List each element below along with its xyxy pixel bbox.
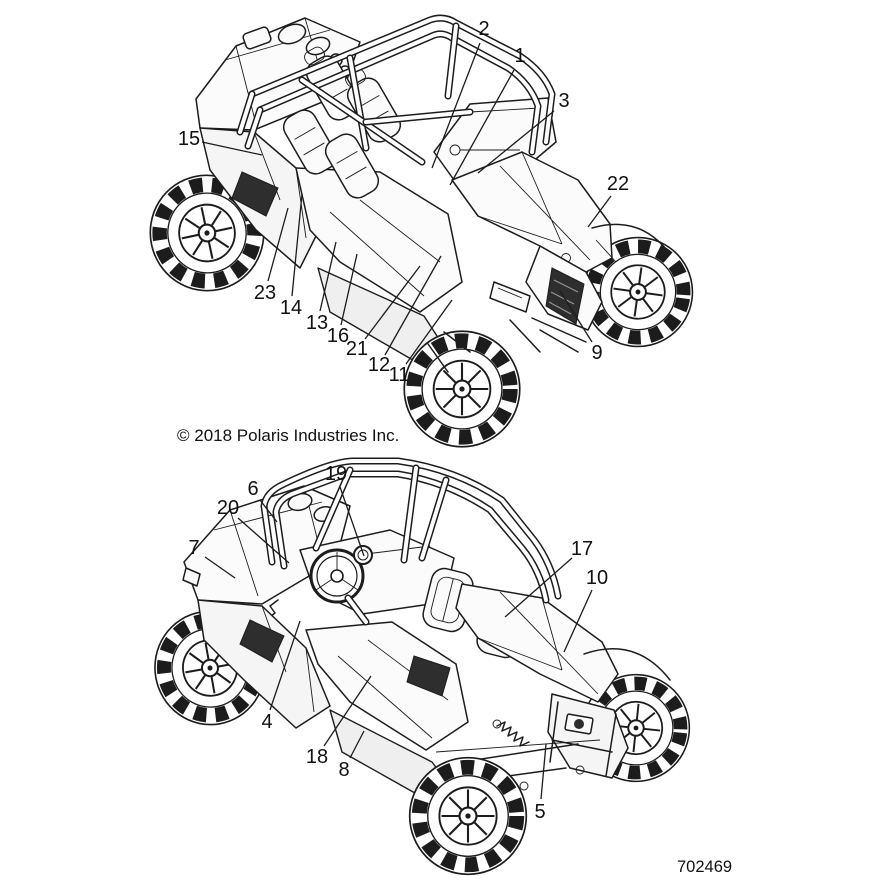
- callout-number: 8: [338, 759, 349, 781]
- callout-number: 2: [478, 18, 489, 40]
- callout-leader-line: [204, 556, 236, 579]
- callout-leader-line: [563, 589, 593, 653]
- callout-number: 14: [280, 297, 302, 319]
- tail-light: [182, 567, 201, 587]
- callout-22: 22: [587, 173, 629, 228]
- callout-leader-line: [587, 195, 612, 228]
- callout-leader-line: [291, 193, 303, 297]
- callout-leader-line: [323, 675, 372, 747]
- callout-leader-line: [201, 141, 263, 156]
- callout-number: 6: [247, 478, 258, 500]
- front-grille: [545, 267, 585, 325]
- bottom-door-panel: [305, 621, 469, 751]
- callout-number: 22: [607, 173, 629, 195]
- callout-number: 15: [178, 128, 200, 150]
- callout-leader-line: [319, 241, 337, 312]
- bottom-vehicle-illustration: [146, 461, 695, 874]
- callout-number: 16: [327, 325, 349, 347]
- callouts-bottom: 4 5 6 7 8 10 17 18 19 20: [188, 463, 608, 823]
- callout-2: 2: [431, 18, 490, 169]
- right-fender-flare: [591, 223, 671, 255]
- callout-leader-line: [340, 253, 358, 326]
- callout-leader-line: [237, 517, 290, 564]
- callout-leader-line: [269, 620, 301, 711]
- callout-21: 21: [346, 265, 421, 360]
- callout-leader-line: [431, 42, 481, 169]
- callout-14: 14: [280, 193, 303, 319]
- callout-leader-line: [339, 486, 365, 557]
- callout-9: 9: [559, 290, 603, 364]
- intake-snorkel: [277, 23, 307, 45]
- callout-number: 5: [534, 801, 545, 823]
- callout-6: 6: [247, 478, 278, 523]
- callout-23: 23: [254, 207, 289, 304]
- callout-number: 10: [586, 567, 608, 589]
- callout-leader-line: [540, 743, 547, 800]
- top-door-panel: [295, 167, 463, 313]
- callout-number: 18: [306, 746, 328, 768]
- callout-leader-line: [384, 255, 442, 356]
- callout-number: 21: [346, 338, 368, 360]
- callout-17: 17: [504, 538, 593, 618]
- top-vehicle-illustration: [140, 18, 700, 447]
- callout-number: 7: [188, 537, 199, 559]
- callout-number: 17: [571, 538, 593, 560]
- right-fender-flare: [583, 648, 671, 681]
- callout-leader-line: [477, 110, 555, 174]
- bottom-front-left-wheel: [410, 758, 527, 875]
- callout-20: 20: [217, 497, 290, 564]
- airbox: [242, 26, 272, 50]
- front-suspension-arm: [427, 331, 471, 373]
- callout-1: 1: [449, 45, 526, 186]
- callout-number: 9: [591, 342, 602, 364]
- callout-number: 3: [558, 90, 569, 112]
- callout-leader-line: [364, 265, 421, 340]
- callout-leader-line: [259, 499, 278, 523]
- callout-leader-line: [504, 557, 573, 618]
- callout-number: 19: [325, 463, 347, 485]
- callout-16: 16: [327, 253, 358, 347]
- door-vent: [406, 655, 451, 697]
- callout-number: 1: [514, 45, 525, 67]
- callout-8: 8: [338, 730, 365, 781]
- callout-leader-line: [267, 207, 289, 282]
- front-bumper: [509, 317, 587, 353]
- bottom-left-side-panel: [197, 599, 331, 729]
- callout-7: 7: [188, 537, 236, 579]
- side-vent: [231, 171, 279, 217]
- callout-number: 13: [306, 312, 328, 334]
- callout-number: 4: [261, 711, 272, 733]
- callout-3: 3: [477, 90, 570, 174]
- figure-part-number: 702469: [677, 858, 732, 876]
- front-bumper-winch: [547, 693, 629, 779]
- callout-leader-line: [449, 69, 515, 186]
- headlight: [489, 281, 531, 313]
- side-vent: [239, 619, 285, 663]
- callout-13: 13: [306, 241, 337, 334]
- intake-snorkel: [305, 36, 331, 56]
- callout-leader-line: [349, 730, 365, 759]
- callout-number: 20: [217, 497, 239, 519]
- callout-number: 11: [389, 364, 410, 386]
- callout-15: 15: [178, 128, 263, 156]
- callout-18: 18: [306, 675, 372, 768]
- top-hood: [451, 151, 613, 273]
- callout-4: 4: [261, 620, 301, 733]
- callout-leader-line: [559, 290, 593, 343]
- callout-11: 11: [389, 299, 453, 386]
- callout-number: 23: [254, 282, 276, 304]
- callout-5: 5: [534, 743, 547, 823]
- callout-10: 10: [563, 567, 608, 653]
- callout-12: 12: [368, 255, 442, 376]
- top-front-left-wheel: [404, 331, 520, 447]
- copyright-notice: © 2018 Polaris Industries Inc.: [177, 426, 399, 445]
- callout-19: 19: [325, 463, 365, 557]
- callout-number: 12: [368, 354, 390, 376]
- callout-leader-line: [405, 299, 453, 365]
